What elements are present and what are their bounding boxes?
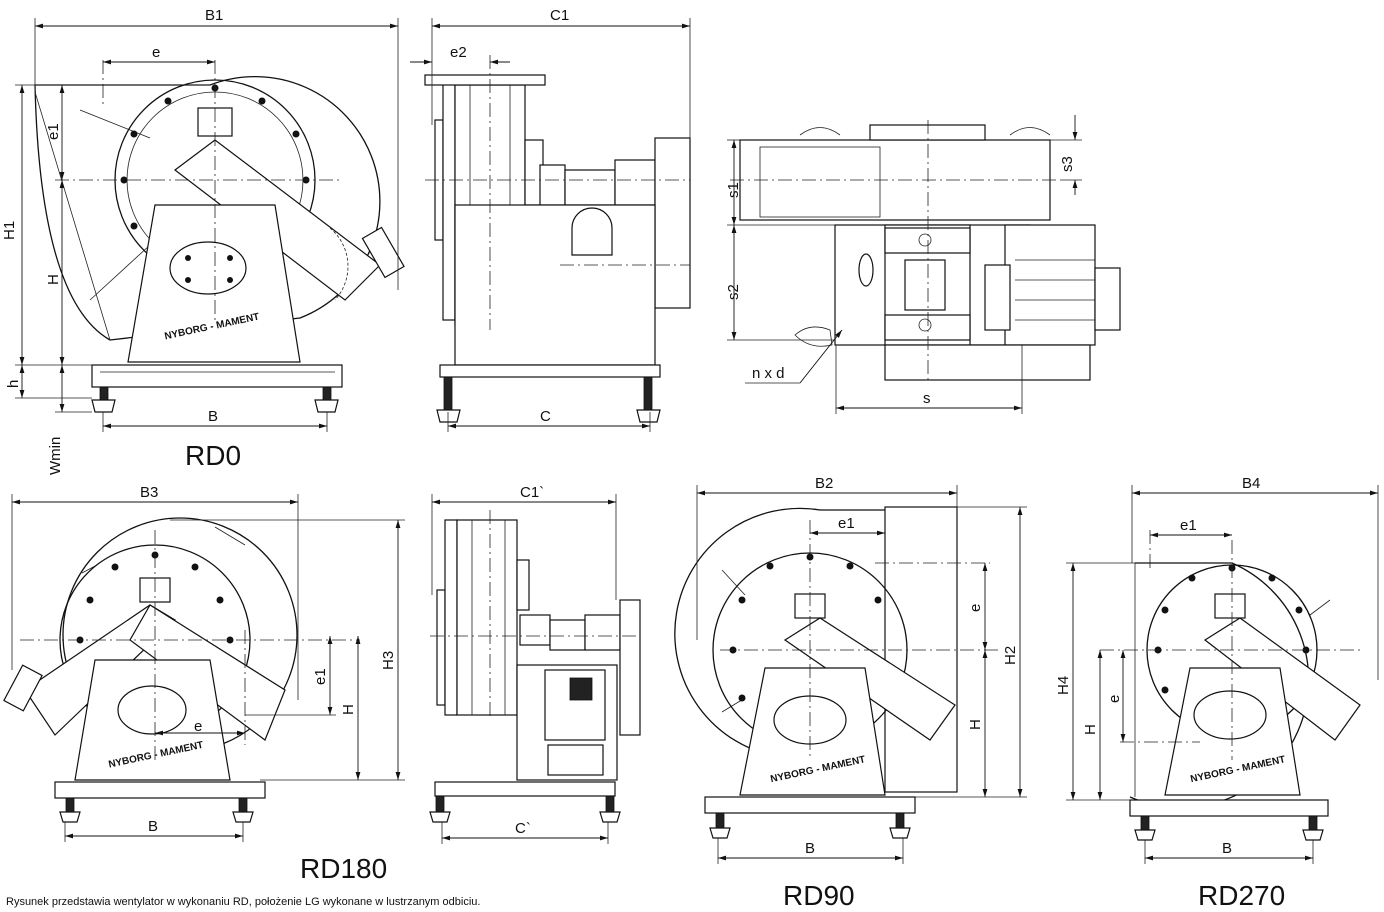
dim-nxd: n x d	[752, 365, 785, 382]
dim-B: B	[208, 408, 218, 425]
dim-s3: s3	[1059, 156, 1076, 172]
rd180-front-view: NYBORG - MAMENT	[3, 494, 405, 842]
dim-B-rd90: B	[805, 840, 815, 857]
rd0-side-view	[410, 18, 691, 432]
top-view	[727, 115, 1121, 414]
dim-h: h	[5, 380, 22, 388]
dim-e-rd90: e	[967, 604, 984, 612]
dim-e-rd270: e	[1106, 695, 1123, 703]
dim-B-rd180: B	[148, 818, 158, 835]
dim-B4: B4	[1242, 475, 1260, 492]
dim-e1-rd270: e1	[1180, 517, 1197, 534]
dim-H2: H2	[1002, 646, 1019, 665]
dim-s1: s1	[725, 182, 742, 198]
title-rd90: RD90	[783, 880, 855, 911]
title-rd180: RD180	[300, 853, 387, 884]
dim-H-rd180: H	[340, 704, 357, 715]
dim-e2: e2	[450, 44, 467, 61]
dim-H3: H3	[380, 651, 397, 670]
title-rd270: RD270	[1198, 880, 1285, 911]
dim-H4: H4	[1055, 676, 1072, 695]
dim-C1: C1	[550, 7, 569, 24]
dim-e1-rd90: e1	[838, 515, 855, 532]
dim-B2: B2	[815, 475, 833, 492]
rd270-bolts	[1154, 564, 1310, 694]
rd270-front-view: NYBORG - MAMENT	[1066, 485, 1379, 864]
casing-bolts	[120, 84, 310, 263]
dim-s2: s2	[725, 284, 742, 300]
dim-e1: e1	[45, 123, 62, 140]
rd90-bolts	[729, 553, 882, 702]
dim-s: s	[923, 390, 931, 407]
dim-C: C	[540, 408, 551, 425]
title-rd0: RD0	[185, 440, 241, 471]
dim-C1p: C1`	[520, 484, 544, 501]
rd0-front-view: NYBORG - MAMENT	[15, 18, 405, 432]
dim-H1: H1	[1, 221, 18, 240]
dim-e1-rd180: e1	[312, 668, 329, 685]
caption: Rysunek przedstawia wentylator w wykonan…	[6, 896, 480, 908]
dim-e-rd180: e	[194, 718, 202, 735]
dim-e: e	[152, 44, 160, 61]
dim-H: H	[45, 274, 62, 285]
dim-B-rd270: B	[1222, 840, 1232, 857]
dim-Wmin: Wmin	[47, 437, 64, 475]
dim-H-rd270: H	[1082, 724, 1099, 735]
dim-H-rd90: H	[967, 719, 984, 730]
rd180-side-view	[429, 494, 641, 844]
dim-Cp: C`	[515, 820, 531, 837]
rd90-front-view: NYBORG - MAMENT	[674, 485, 1027, 864]
dim-B1: B1	[205, 7, 223, 24]
dim-B3: B3	[140, 484, 158, 501]
